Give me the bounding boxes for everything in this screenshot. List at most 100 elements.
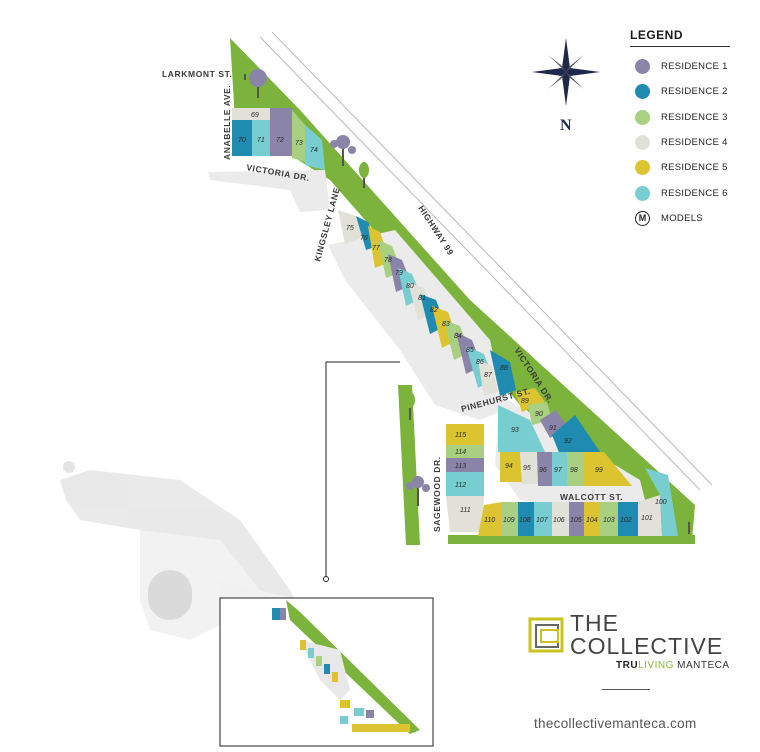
compass-rose: N xyxy=(532,38,600,134)
lot-number: 71 xyxy=(257,137,265,144)
lot-number: 112 xyxy=(455,482,466,489)
legend-item-residence-5: RESIDENCE 5 xyxy=(630,155,730,180)
swatch-icon xyxy=(635,84,650,100)
lots-diagonal: 75 76 77 78 79 80 81 82 83 84 85 86 87 8… xyxy=(338,210,516,396)
lot-number: 82 xyxy=(430,307,438,314)
lot-number: 78 xyxy=(384,257,392,264)
lot-number: 111 xyxy=(460,507,471,514)
lot-number: 92 xyxy=(564,438,572,445)
legend-item-residence-1: RESIDENCE 1 xyxy=(630,54,730,79)
lot-number: 76 xyxy=(360,235,368,242)
legend-label: RESIDENCE 5 xyxy=(661,162,728,174)
lot-number: 72 xyxy=(276,137,284,144)
inset-map xyxy=(219,597,434,747)
tree-icons xyxy=(240,58,694,534)
lot-number: 102 xyxy=(620,517,632,524)
tree-icon xyxy=(249,69,267,98)
legend-label: RESIDENCE 4 xyxy=(661,137,728,149)
lot-number: 88 xyxy=(500,365,508,372)
brand-sub-c: MANTECA xyxy=(673,660,730,671)
brand-sub-a: TRU xyxy=(616,660,639,671)
lot-number: 81 xyxy=(418,295,426,302)
brand-block: THE COLLECTIVE TRULIVING MANTECA xyxy=(528,610,738,690)
lot-number: 103 xyxy=(603,517,615,524)
lot-number: 109 xyxy=(503,517,515,524)
lot-number: 84 xyxy=(454,333,462,340)
lot-number: 75 xyxy=(346,225,354,232)
legend-label: RESIDENCE 6 xyxy=(661,187,728,199)
lot-number: 110 xyxy=(484,517,495,524)
greenbelt xyxy=(230,38,695,540)
compass-north-label: N xyxy=(560,117,572,134)
lot-number: 91 xyxy=(549,425,557,432)
tree-icon xyxy=(405,392,415,420)
lot-number: 114 xyxy=(455,449,466,456)
legend-item-residence-3: RESIDENCE 3 xyxy=(630,105,730,130)
street-label: ANABELLE AVE. xyxy=(222,85,232,160)
swatch-icon xyxy=(635,160,650,176)
tree-icon xyxy=(359,162,369,188)
tree-icon xyxy=(406,476,430,506)
brand-divider xyxy=(602,689,650,690)
lot-number: 100 xyxy=(655,499,667,506)
brand-subtitle: TRULIVING MANTECA xyxy=(616,660,738,671)
lot-number: 98 xyxy=(570,467,578,474)
lot-number: 86 xyxy=(476,359,484,366)
street-label: WALCOTT ST. xyxy=(560,492,623,502)
brand-title-line1: THE xyxy=(570,610,619,636)
website-url[interactable]: thecollectivemanteca.com xyxy=(534,716,697,731)
lots-top-block: 69 70 71 72 73 74 xyxy=(232,108,325,170)
legend-item-models: M MODELS xyxy=(630,206,730,231)
lot-number: 73 xyxy=(295,140,303,147)
swatch-icon xyxy=(635,109,650,125)
brand-sub-b: LIVING xyxy=(638,660,674,671)
highway-99-lines xyxy=(259,31,713,491)
lot-number: 106 xyxy=(553,517,565,524)
street-label: SAGEWOOD DR. xyxy=(432,456,442,532)
legend-label: RESIDENCE 2 xyxy=(661,86,728,98)
tree-icon xyxy=(240,58,250,80)
lot-number: 93 xyxy=(511,427,519,434)
green-strip-bottom xyxy=(448,535,695,544)
swatch-icon xyxy=(635,59,650,75)
lot-number: 96 xyxy=(539,467,547,474)
lot-number: 79 xyxy=(395,270,403,277)
models-icon: M xyxy=(635,210,650,226)
legend-label: MODELS xyxy=(661,212,703,224)
swatch-icon xyxy=(635,135,650,151)
lot-number: 104 xyxy=(586,517,598,524)
lot-number: 74 xyxy=(310,147,318,154)
lot-number: 83 xyxy=(442,321,450,328)
green-strip-sagewood xyxy=(398,385,420,545)
lot-number: 97 xyxy=(554,467,563,474)
lot-number: 108 xyxy=(519,517,531,524)
legend-item-residence-6: RESIDENCE 6 xyxy=(630,180,730,205)
lot-number: 77 xyxy=(372,245,381,252)
lot-number: 94 xyxy=(505,463,513,470)
lot-number: 69 xyxy=(251,112,259,119)
legend-title: LEGEND xyxy=(630,28,730,47)
lot-number: 80 xyxy=(406,283,414,290)
lot-number: 115 xyxy=(455,432,466,439)
legend-panel: LEGEND RESIDENCE 1 RESIDENCE 2 RESIDENCE… xyxy=(630,28,730,231)
legend-item-residence-2: RESIDENCE 2 xyxy=(630,79,730,104)
brand-logo-icon xyxy=(528,617,564,653)
lot-number: 87 xyxy=(484,372,493,379)
lot-number: 105 xyxy=(570,517,582,524)
legend-label: RESIDENCE 3 xyxy=(661,111,728,123)
lot-number: 89 xyxy=(521,398,529,405)
tree-icon xyxy=(330,135,356,166)
brand-title-line2: COLLECTIVE xyxy=(570,633,724,659)
lot-number: 99 xyxy=(595,467,603,474)
tree-icon xyxy=(684,506,694,534)
legend-label: RESIDENCE 1 xyxy=(661,61,728,73)
swatch-icon xyxy=(635,185,650,201)
lots-inner: 89 90 91 92 93 94 95 96 97 98 99 xyxy=(498,388,632,486)
lots-left: 115 114 113 112 111 xyxy=(446,424,484,532)
street-label: LARKMONT ST. xyxy=(162,69,232,79)
legend-item-residence-4: RESIDENCE 4 xyxy=(630,130,730,155)
lots-bottom: 110 109 108 107 106 105 104 103 102 101 … xyxy=(478,468,678,536)
lot-number: 107 xyxy=(536,517,549,524)
lot-number: 113 xyxy=(455,463,466,470)
